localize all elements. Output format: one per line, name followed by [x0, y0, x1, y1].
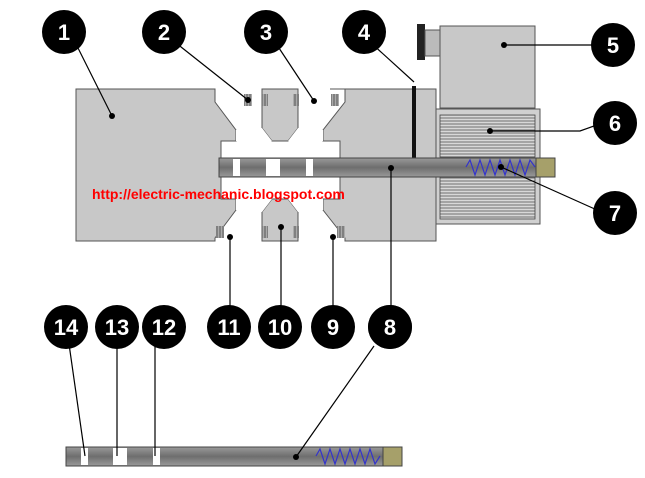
- callout-6: 6: [593, 101, 637, 145]
- spring-end-cap: [535, 157, 556, 178]
- marker-dot: [330, 234, 336, 240]
- leader-line: [500, 166, 598, 211]
- callout-5: 5: [591, 23, 635, 67]
- port-ridge: [262, 226, 268, 238]
- return-spring: [465, 158, 536, 177]
- marker-dot: [498, 164, 504, 170]
- leader-line: [490, 125, 595, 132]
- spool-installed: [218, 157, 556, 178]
- callout-number: 12: [152, 315, 176, 340]
- callout-badge: [44, 305, 88, 349]
- port-ridge: [293, 94, 299, 106]
- callout-number: 7: [609, 201, 621, 226]
- spool-seal: [81, 448, 88, 465]
- callout-badge: [207, 305, 251, 349]
- callout-badge: [591, 23, 635, 67]
- callout-number: 13: [105, 315, 129, 340]
- leader-line: [295, 345, 375, 458]
- spring-end-cap: [382, 446, 403, 467]
- return-spring: [315, 447, 381, 466]
- leader-line: [77, 47, 113, 117]
- port-ridge: [331, 94, 339, 106]
- callout-9: 9: [311, 305, 355, 349]
- spool-seal: [233, 159, 240, 176]
- marker-dot: [227, 234, 233, 240]
- manual-override-pin: [412, 86, 416, 158]
- callout-1: 1: [42, 10, 86, 54]
- callout-number: 10: [268, 315, 292, 340]
- marker-dot: [293, 454, 299, 460]
- spool-seal: [306, 159, 313, 176]
- callout-number: 6: [609, 111, 621, 136]
- marker-dot: [311, 98, 317, 104]
- callout-number: 4: [358, 20, 371, 45]
- callout-7: 7: [593, 191, 637, 235]
- callout-12: 12: [142, 305, 186, 349]
- callout-badge: [95, 305, 139, 349]
- electrical-connector: [439, 25, 536, 109]
- port-ridge: [262, 94, 268, 106]
- callout-badge: [142, 10, 186, 54]
- callout-11: 11: [207, 305, 251, 349]
- port-ridge: [293, 226, 299, 238]
- spool-detached: [65, 446, 403, 467]
- callout-3: 3: [244, 10, 288, 54]
- connector-cap-base: [424, 29, 441, 57]
- coil-winding-bottom: [439, 174, 536, 220]
- spool-seal: [113, 448, 127, 465]
- watermark-url: http://electric-mechanic.blogspot.com: [92, 186, 345, 202]
- callout-number: 11: [217, 315, 240, 340]
- callout-4: 4: [342, 10, 386, 54]
- callout-badge: [593, 191, 637, 235]
- marker-dot: [487, 128, 493, 134]
- port-ridge: [216, 226, 224, 238]
- air-passage: [236, 199, 272, 212]
- spool-seal: [153, 448, 160, 465]
- callout-number: 3: [260, 20, 272, 45]
- callout-badge: [342, 10, 386, 54]
- marker-dot: [245, 97, 251, 103]
- callout-number: 8: [384, 315, 396, 340]
- callout-badge: [368, 305, 412, 349]
- connector-cap: [417, 24, 425, 60]
- marker-dots: [109, 42, 507, 460]
- callout-badge: [244, 10, 288, 54]
- coil-winding-top: [439, 114, 536, 158]
- air-passage: [288, 128, 323, 141]
- callout-number: 1: [58, 20, 70, 45]
- callout-10: 10: [258, 305, 302, 349]
- port-ridge: [337, 226, 345, 238]
- callout-badge: [42, 10, 86, 54]
- marker-dot: [278, 224, 284, 230]
- leader-line: [274, 41, 315, 102]
- callout-14: 14: [44, 305, 88, 349]
- callout-13: 13: [95, 305, 139, 349]
- valve-body: [75, 88, 437, 242]
- callout-2: 2: [142, 10, 186, 54]
- leader-line: [68, 343, 86, 457]
- callout-badge: [142, 305, 186, 349]
- air-passage: [288, 199, 323, 212]
- callout-number: 2: [158, 20, 170, 45]
- callout-badge: [593, 101, 637, 145]
- callout-number: 14: [54, 315, 79, 340]
- callout-8-detached: 8: [368, 305, 412, 349]
- callout-number: 5: [607, 33, 619, 58]
- leader-line: [175, 42, 249, 101]
- leader-lines: [68, 41, 598, 458]
- air-passage: [236, 128, 272, 141]
- marker-dot: [388, 165, 394, 171]
- marker-dot: [501, 42, 507, 48]
- spool-seal: [266, 159, 280, 176]
- callout-badge: [311, 305, 355, 349]
- valve-body-left-block: [75, 88, 237, 242]
- callout-badge: [258, 305, 302, 349]
- marker-dot: [109, 113, 115, 119]
- callout-number: 9: [327, 315, 339, 340]
